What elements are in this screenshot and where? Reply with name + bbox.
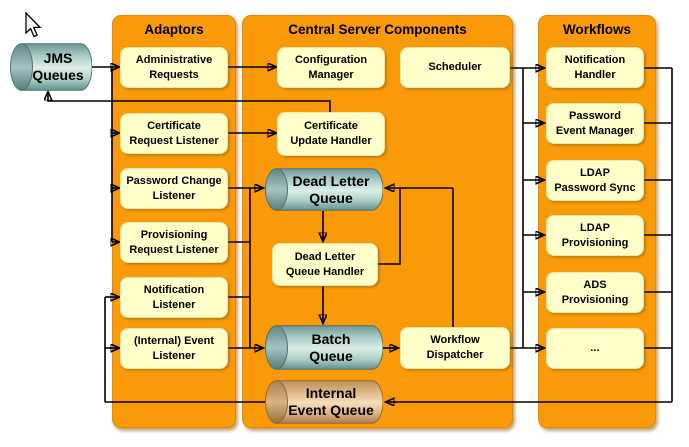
workflow-ldap-password-sync: LDAP Password Sync — [546, 160, 644, 201]
adaptor-label: Provisioning Request Listener — [129, 228, 219, 256]
adaptor-notification-listener: Notification Listener — [120, 277, 228, 318]
dead-letter-queue-label: Dead Letter Queue — [292, 172, 370, 206]
workflow-ads-provisioning: ADS Provisioning — [546, 272, 644, 313]
central-title: Central Server Components — [288, 22, 467, 37]
adaptor-password-change-listener: Password Change Listener — [120, 168, 228, 209]
box-label: Certificate Update Handler — [290, 120, 372, 147]
workflow-label: ... — [590, 342, 600, 355]
box-workflow-dispatcher: Workflow Dispatcher — [400, 327, 510, 369]
internal-event-queue-cylinder: Internal Event Queue — [265, 380, 383, 424]
adaptor-administrative-requests: Administrative Requests — [120, 47, 228, 88]
adaptor-label: Administrative Requests — [135, 53, 213, 81]
mouse-cursor-icon — [25, 12, 42, 38]
jms-queues-cylinder: JMS Queues — [10, 43, 92, 91]
adaptor-label: Password Change Listener — [126, 174, 222, 202]
jms-queues-label: JMS Queues — [32, 50, 84, 83]
box-configuration-manager: Configuration Manager — [277, 47, 385, 88]
box-label: Scheduler — [428, 61, 482, 74]
batch-queue-cylinder: Batch Queue — [265, 325, 383, 370]
workflow-password-event-manager: Password Event Manager — [546, 103, 644, 144]
box-label: Configuration Manager — [294, 53, 368, 81]
box-scheduler: Scheduler — [400, 47, 510, 88]
workflow-label: LDAP Provisioning — [561, 221, 629, 249]
workflows-title: Workflows — [562, 22, 631, 37]
batch-queue-label: Batch Queue — [309, 330, 353, 364]
dead-letter-queue-cylinder: Dead Letter Queue — [265, 168, 383, 211]
adaptors-title: Adaptors — [144, 22, 204, 37]
workflow-label: Password Event Manager — [555, 109, 635, 137]
workflow-ldap-provisioning: LDAP Provisioning — [546, 215, 644, 256]
box-label: Workflow Dispatcher — [426, 334, 484, 361]
adaptor-internal-event-listener: (Internal) Event Listener — [120, 328, 228, 369]
adaptor-provisioning-request-listener: Provisioning Request Listener — [120, 222, 228, 263]
adaptor-label: Certificate Request Listener — [129, 119, 219, 147]
adaptor-label: (Internal) Event Listener — [133, 334, 215, 362]
workflow-label: LDAP Password Sync — [554, 166, 636, 194]
box-certificate-update-handler: Certificate Update Handler — [277, 112, 385, 156]
adaptor-certificate-request-listener: Certificate Request Listener — [120, 113, 228, 154]
adaptor-label: Notification Listener — [143, 283, 205, 311]
workflow-label: Notification Handler — [564, 53, 626, 81]
internal-event-queue-label: Internal Event Queue — [288, 385, 374, 418]
workflow-more: ... — [546, 328, 644, 369]
workflow-label: ADS Provisioning — [561, 278, 629, 306]
box-dead-letter-queue-handler: Dead Letter Queue Handler — [272, 243, 378, 286]
box-label: Dead Letter Queue Handler — [285, 250, 365, 278]
workflow-notification-handler: Notification Handler — [546, 47, 644, 88]
